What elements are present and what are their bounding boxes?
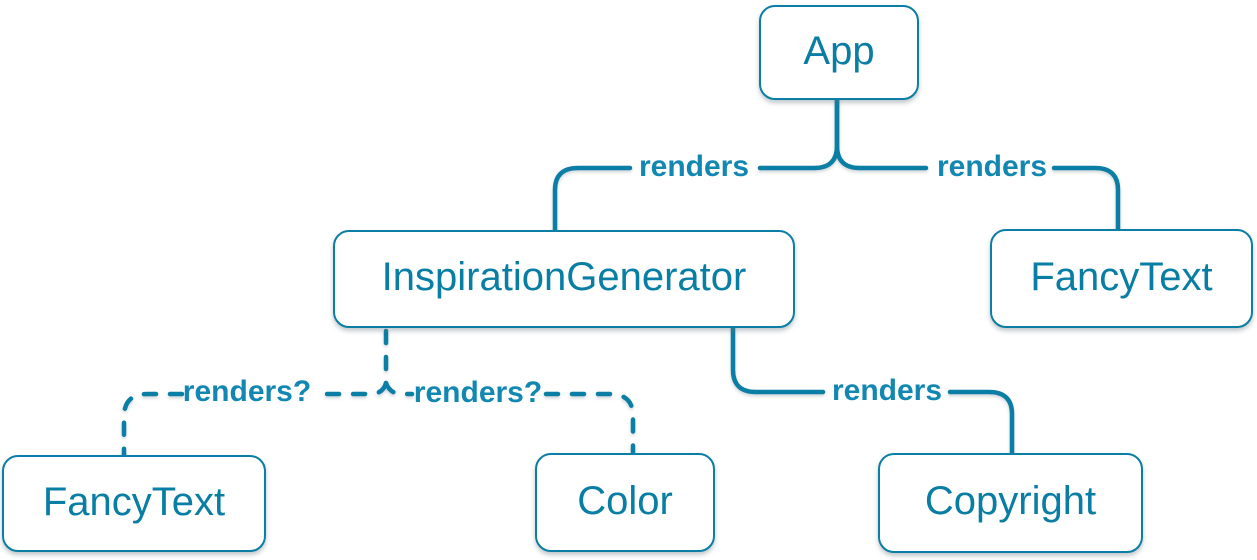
edge-inspirationgenerator-copyright-right-segment: [947, 389, 1015, 456]
edge-app-fancytext-right-segment: [1051, 165, 1121, 232]
node-fancy-text-top-label: FancyText: [1030, 254, 1213, 299]
edge-inspirationgenerator-color-left-segment: [383, 380, 415, 397]
edge-label-renders-inspirationgenerator-color: renders?: [413, 376, 543, 409]
node-fancy-text-top: FancyText: [990, 229, 1253, 328]
node-app: App: [759, 5, 919, 100]
edge-inspirationgenerator-color-right-segment: [543, 391, 636, 455]
node-fancy-text-bottom-label: FancyText: [42, 479, 226, 524]
node-inspiration-generator-label: InspirationGenerator: [381, 255, 747, 299]
edge-app-fancytext-left-segment: [834, 97, 929, 171]
edge-label-renders-app-fancytext: renders: [936, 150, 1048, 183]
node-inspiration-generator: InspirationGenerator: [333, 230, 795, 328]
edge-app-inspirationgenerator-left-segment: [552, 165, 633, 233]
edge-label-renders-inspirationgenerator-fancytext: renders?: [182, 375, 312, 408]
node-color: Color: [535, 453, 715, 552]
node-copyright-label: Copyright: [924, 479, 1097, 523]
node-color-label: Color: [577, 478, 673, 523]
edge-app-inspirationgenerator-right-segment: [757, 97, 840, 171]
edge-label-renders-app-inspirationgenerator: renders: [638, 150, 750, 183]
node-copyright: Copyright: [878, 453, 1143, 553]
edge-inspirationgenerator-fancytext-right-segment: [311, 380, 389, 397]
edge-inspirationgenerator-copyright-left-segment: [730, 325, 826, 395]
node-fancy-text-bottom: FancyText: [2, 455, 266, 552]
node-app-label: App: [803, 28, 875, 73]
edge-inspirationgenerator-fancytext-left-segment: [121, 391, 185, 458]
edge-label-renders-inspirationgenerator-copyright: renders: [831, 374, 943, 407]
